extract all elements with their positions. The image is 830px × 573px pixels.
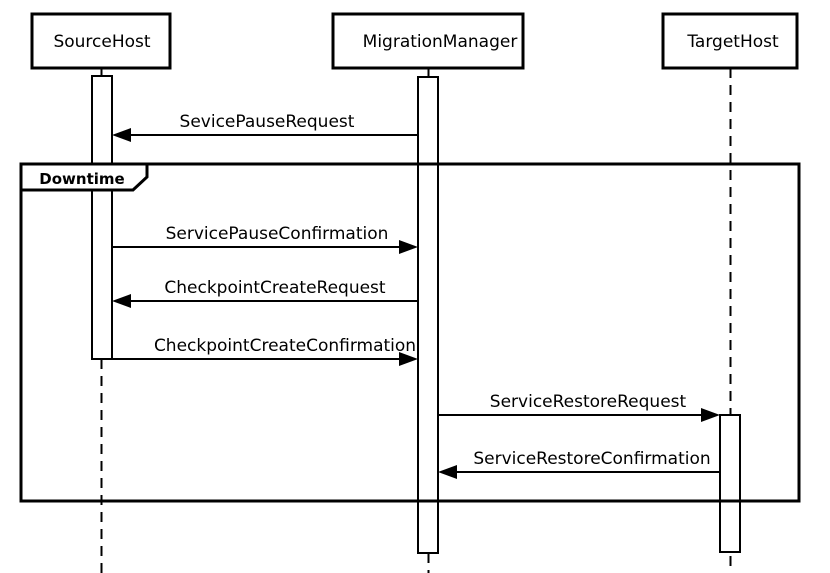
frame-downtime: Downtime [19,162,801,503]
frame-label: Downtime [39,170,124,188]
participant-migrationmanager: MigrationManager [331,12,525,70]
participant-box [331,12,525,70]
arrowhead-left-icon [438,465,457,479]
lifelines [100,68,732,573]
arrowhead-left-icon [112,294,131,308]
message-label: ServicePauseConfirmation [166,224,389,244]
activation-bars [91,75,741,554]
frame-label-pentagon [19,162,149,192]
participant-box [661,12,799,70]
lifeline-stubs [100,68,430,79]
message-checkpoint-create-request: CheckpointCreateRequest [112,278,418,308]
activation-sourcehost [91,75,113,360]
message-sevice-pause-request: SevicePauseRequest [112,112,418,142]
message-checkpoint-create-confirmation: CheckpointCreateConfirmation [112,336,418,366]
message-service-pause-confirmation: ServicePauseConfirmation [112,224,418,254]
arrowhead-right-icon [399,240,418,254]
message-service-restore-request: ServiceRestoreRequest [438,392,720,422]
activation-migrationmanager [417,76,439,554]
arrowhead-right-icon [399,352,418,366]
message-label: ServiceRestoreConfirmation [473,449,710,469]
participant-targethost: TargetHost [661,12,799,70]
activation-targethost [719,414,741,553]
frame-border [19,162,801,503]
participant-label: TargetHost [686,32,779,52]
message-label: CheckpointCreateConfirmation [154,336,416,356]
message-label: ServiceRestoreRequest [490,392,687,412]
participant-sourcehost: SourceHost [30,12,172,70]
participant-label: SourceHost [53,32,150,52]
message-service-restore-confirmation: ServiceRestoreConfirmation [438,449,720,479]
message-label: SevicePauseRequest [180,112,355,132]
participant-label: MigrationManager [363,32,518,52]
arrowhead-left-icon [112,128,131,142]
participant-box [30,12,172,70]
message-label: CheckpointCreateRequest [164,278,386,298]
arrowhead-right-icon [701,408,720,422]
